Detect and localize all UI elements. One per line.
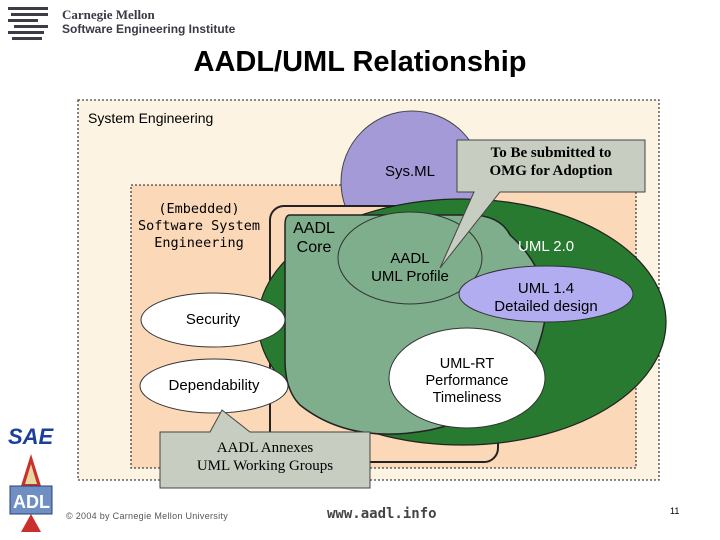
uml-1-4-label: UML 1.4 Detailed design — [494, 280, 598, 315]
sysml-label: Sys.ML — [385, 163, 436, 180]
aadl-uml-profile-ellipse — [337, 211, 483, 305]
copyright-text: © 2004 by Carnegie Mellon University — [66, 511, 229, 521]
uml-rt-label: UML-RT Performance Timeliness — [425, 356, 509, 407]
uml-rt-ellipse — [388, 327, 546, 429]
institution-name: Carnegie Mellon — [62, 7, 155, 22]
aadl-uml-profile-label: AADL UML Profile — [371, 250, 449, 285]
annexes-callout-text: AADL Annexes UML Working Groups — [196, 440, 334, 474]
adl-logo-text: ADL — [13, 492, 50, 512]
security-ellipse — [140, 292, 286, 348]
sae-logo-text: SAE — [8, 424, 55, 449]
annexes-callout-bubble — [159, 409, 371, 489]
aadl-core-label: AADL Core — [293, 220, 335, 256]
system-engineering-label: System Engineering — [88, 110, 214, 126]
page-number: 11 — [670, 506, 680, 516]
sae-adl-logo-icon: SAE ADL — [8, 424, 55, 532]
page-title: AADL/UML Relationship — [193, 46, 527, 78]
website-url: www.aadl.info — [327, 506, 437, 522]
dependability-ellipse — [139, 358, 289, 414]
dependability-label: Dependability — [168, 377, 260, 394]
security-label: Security — [185, 311, 241, 328]
cmu-logo-icon — [8, 7, 48, 40]
omg-callout-text: To Be submitted to OMG for Adoption — [489, 145, 613, 179]
omg-callout-bubble — [439, 139, 646, 269]
institution-subtitle: Software Engineering Institute — [62, 22, 236, 36]
uml-2-label: UML 2.0 — [518, 238, 575, 255]
uml-1-4-ellipse — [458, 265, 634, 323]
embedded-software-label: (Embedded) Software System Engineering — [138, 201, 260, 251]
